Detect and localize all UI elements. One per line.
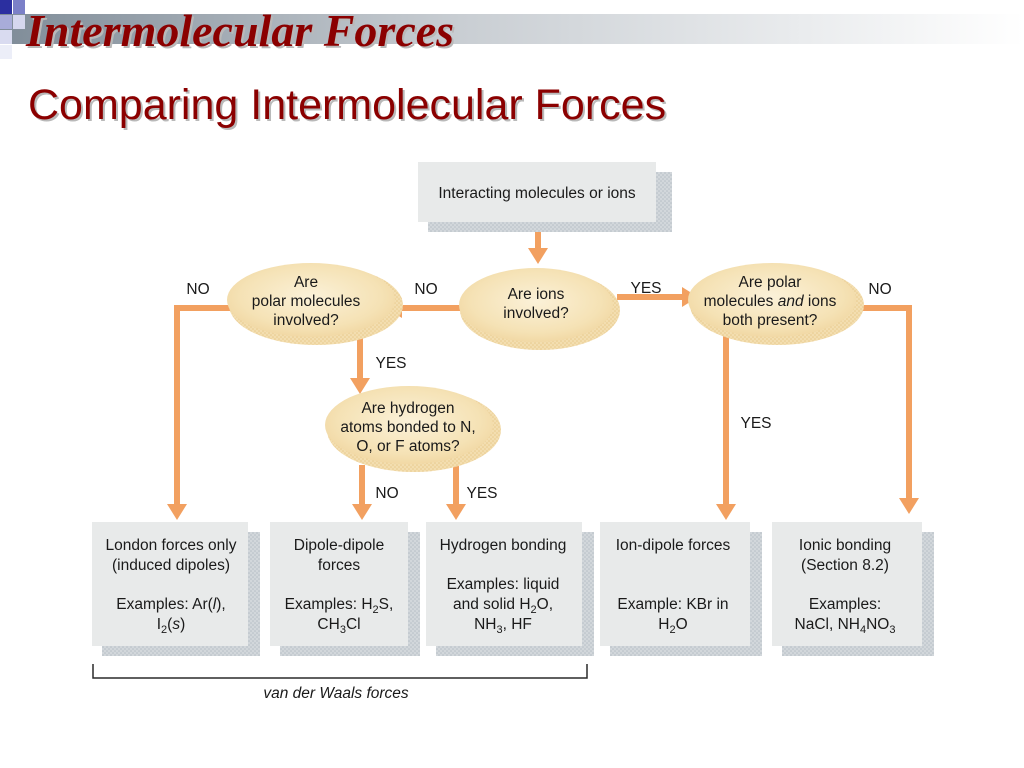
arrowhead-down-start xyxy=(528,248,548,264)
arrowhead-down-iondipole xyxy=(716,504,736,520)
title-gradient-bar xyxy=(0,14,1024,44)
label-ions-no: NO xyxy=(414,281,437,298)
result-hbond-example1: Examples: liquid xyxy=(447,576,560,593)
label-polar-ions-no: NO xyxy=(868,281,891,298)
result-iondipole-title: Ion-dipole forces xyxy=(616,537,731,554)
decision-hydrogen-line2: atoms bonded to N, xyxy=(340,419,475,436)
label-hydrogen-yes: YES xyxy=(466,485,497,502)
result-iondipole-example1: Example: KBr in xyxy=(617,596,728,613)
arrowhead-down-hbond xyxy=(446,504,466,520)
result-ionic-title2: (Section 8.2) xyxy=(801,557,889,574)
decision-polar-line2: polar molecules xyxy=(252,293,361,310)
decision-polar-ions-line1: Are polar xyxy=(739,274,802,291)
arrowhead-down-london xyxy=(167,504,187,520)
result-hbond: Hydrogen bonding Examples: liquid and so… xyxy=(426,522,594,656)
start-label: Interacting molecules or ions xyxy=(438,185,636,202)
result-london-title1: London forces only xyxy=(106,537,237,554)
label-ions-yes: YES xyxy=(630,280,661,297)
result-iondipole: Ion-dipole forces Example: KBr in H2O xyxy=(600,522,762,656)
decision-hydrogen: Are hydrogen atoms bonded to N, O, or F … xyxy=(325,386,501,472)
result-ionic: Ionic bonding (Section 8.2) Examples: Na… xyxy=(772,522,934,656)
decision-ions-line1: Are ions xyxy=(508,286,565,303)
decision-polar: Are polar molecules involved? xyxy=(227,263,403,345)
result-london-example2: I2(s) xyxy=(157,616,186,636)
decision-polar-ions-line2: molecules and ions xyxy=(704,293,837,310)
result-ionic-title1: Ionic bonding xyxy=(799,537,891,554)
result-dipole-title1: Dipole-dipole xyxy=(294,537,384,554)
arrowhead-down-hydrogen xyxy=(350,378,370,394)
label-polar-yes: YES xyxy=(375,355,406,372)
vdw-label: van der Waals forces xyxy=(263,685,409,702)
result-dipole-example2: CH3Cl xyxy=(317,616,360,636)
decision-ions: Are ions involved? xyxy=(459,268,620,350)
label-polar-no: NO xyxy=(186,281,209,298)
result-london: London forces only (induced dipoles) Exa… xyxy=(92,522,260,656)
result-ionic-example2: NaCl, NH4NO3 xyxy=(795,616,896,636)
arrowhead-down-ionic xyxy=(899,498,919,514)
label-hydrogen-no: NO xyxy=(375,485,398,502)
decision-hydrogen-line3: O, or F atoms? xyxy=(356,438,460,455)
result-hbond-example2: and solid H2O, xyxy=(453,596,553,616)
slide-title: Intermolecular Forces xyxy=(26,5,455,56)
decorative-squares xyxy=(0,0,25,59)
result-london-example1: Examples: Ar(l), xyxy=(116,596,225,613)
connector-polar-ions-no xyxy=(851,305,912,500)
branch-labels: NO NO YES NO YES YES NO YES xyxy=(186,280,891,502)
result-dipole: Dipole-dipole forces Examples: H2S, CH3C… xyxy=(270,522,420,656)
decision-polar-ions: Are polar molecules and ions both presen… xyxy=(688,263,864,345)
decision-polar-ions-line3: both present? xyxy=(723,312,818,329)
result-iondipole-example2: H2O xyxy=(658,616,687,636)
decision-hydrogen-line1: Are hydrogen xyxy=(361,400,454,417)
decision-polar-line1: Are xyxy=(294,274,318,291)
decision-polar-line3: involved? xyxy=(273,312,339,329)
result-ionic-example1: Examples: xyxy=(809,596,881,613)
label-polar-ions-yes: YES xyxy=(740,415,771,432)
result-dipole-example1: Examples: H2S, xyxy=(285,596,394,616)
connectors xyxy=(174,222,912,506)
result-london-title2: (induced dipoles) xyxy=(112,557,230,574)
arrowhead-down-dipole xyxy=(352,504,372,520)
result-hbond-title: Hydrogen bonding xyxy=(440,537,567,554)
decision-ions-line2: involved? xyxy=(503,305,569,322)
result-hbond-example3: NH3, HF xyxy=(474,616,532,636)
connector-polar-no xyxy=(174,305,232,506)
slide-subtitle: Comparing Intermolecular Forces xyxy=(28,81,667,129)
vdw-bracket: van der Waals forces xyxy=(92,664,588,702)
start-node: Interacting molecules or ions xyxy=(418,162,672,232)
result-dipole-title2: forces xyxy=(318,557,360,574)
